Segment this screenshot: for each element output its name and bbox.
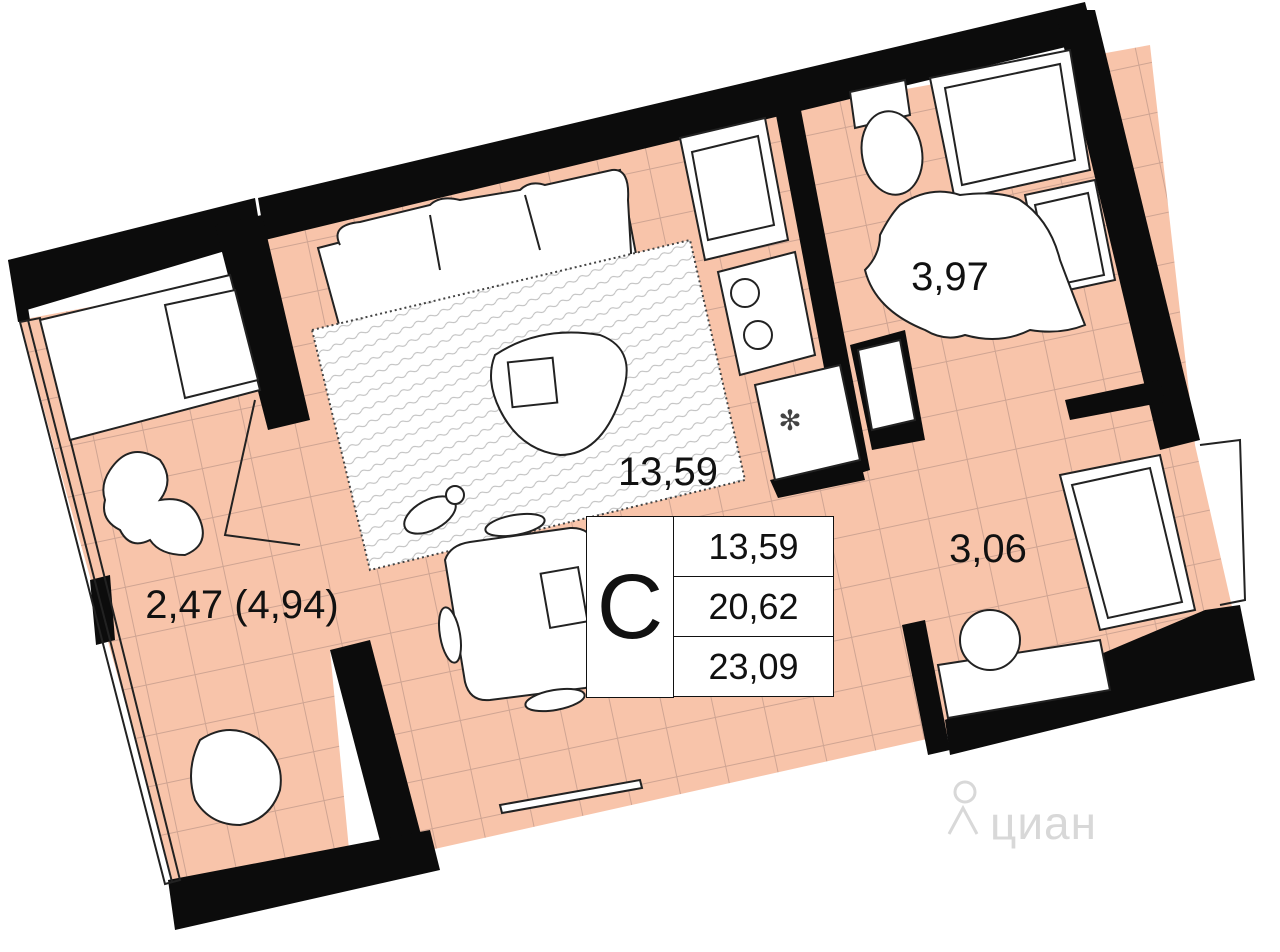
apartment-type-letter: С	[586, 516, 674, 698]
bath-mat	[863, 190, 1087, 340]
wardrobe	[1058, 453, 1197, 632]
toilet	[848, 78, 924, 196]
plant	[102, 451, 204, 557]
coffee-table	[490, 331, 628, 457]
shoe-bench	[936, 609, 1112, 720]
area-legend: С 13,59 20,62 23,09	[586, 516, 834, 698]
cian-logo-icon	[947, 780, 979, 835]
balcony-door	[223, 399, 301, 546]
bathtub	[928, 48, 1092, 202]
hallway-area-label: 3,06	[949, 527, 1027, 571]
total-area-value: 23,09	[673, 636, 834, 697]
kitchen-unit: ✻	[678, 116, 862, 482]
entrance-door	[1199, 438, 1247, 606]
washing-machine	[856, 338, 917, 432]
balcony-area-label: 2,47 (4,94)	[145, 583, 338, 627]
balcony-window	[18, 316, 182, 886]
cat-figure	[403, 485, 465, 535]
dining-table	[438, 512, 607, 713]
living-room-area-label: 13,59	[618, 450, 718, 494]
tv-stand	[498, 778, 644, 815]
armchair	[190, 729, 282, 827]
svg-text:✻: ✻	[778, 405, 801, 436]
cian-watermark: циан	[990, 797, 1098, 849]
balcony-cabinet	[38, 273, 262, 442]
living-area-value: 13,59	[673, 516, 834, 577]
bathroom-area-label: 3,97	[911, 255, 989, 299]
total-area-without-balcony-value: 20,62	[673, 576, 834, 637]
